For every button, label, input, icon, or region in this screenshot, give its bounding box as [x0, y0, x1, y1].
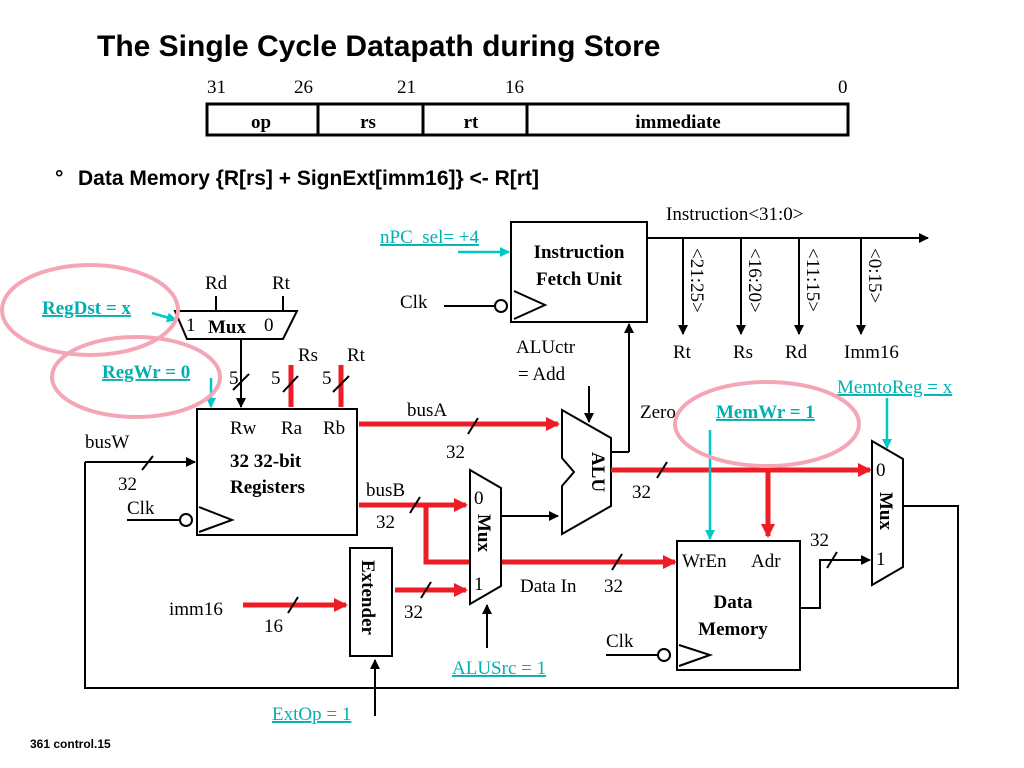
field-21-25-label: <21:25>: [686, 248, 707, 313]
bit-position-21: 21: [397, 77, 416, 98]
aluctr-line2: = Add: [518, 364, 566, 385]
extender: Extender imm16 16 32 ExtOp = 1: [169, 547, 468, 725]
memtoreg-sel0: 0: [876, 460, 886, 481]
field-out-rs: Rs: [733, 342, 753, 363]
field-out-rd: Rd: [785, 342, 808, 363]
width-5-rw: 5: [229, 368, 239, 389]
instruction-format: 31 26 21 16 0 op rs rt immediate: [205, 77, 850, 137]
regfile-label-line1: 32 32-bit: [230, 451, 302, 472]
alusrc-sel0: 0: [474, 488, 484, 509]
port-ra: Ra: [281, 418, 303, 439]
alu-zero-label: Zero: [640, 402, 676, 423]
busw-feedback-wire: [84, 462, 959, 689]
regdst-control: RegDst = x: [42, 298, 131, 319]
memtoreg-control: MemtoReg = x: [837, 377, 953, 398]
ifu-clk-label: Clk: [400, 292, 428, 313]
alusrc-mux-label: Mux: [473, 514, 494, 553]
regwr-highlight: [50, 335, 222, 419]
data-in-label: Data In: [520, 576, 577, 597]
bit-position-0: 0: [838, 77, 848, 98]
field-0-15-label: <0:15>: [864, 248, 885, 303]
bullet-symbol: °: [55, 167, 63, 190]
width-5-ra: 5: [271, 368, 281, 389]
instruction-bus-label: Instruction<31:0>: [666, 204, 804, 225]
data-memory: WrEn Adr Data Memory Clk Data In 32 32 M…: [520, 402, 871, 671]
field-rt: rt: [464, 112, 479, 133]
field-16-20-label: <16:20>: [744, 248, 765, 313]
regdst-mux-label: Mux: [208, 317, 247, 338]
regfile-label-line2: Registers: [230, 477, 305, 498]
field-out-rt: Rt: [673, 342, 692, 363]
alusrc-mux: 0 Mux 1 ALUSrc = 1: [452, 468, 559, 679]
dmem-adr-port: Adr: [751, 551, 781, 572]
busw-label: busW: [85, 432, 129, 453]
busb-width: 32: [376, 512, 395, 533]
bus-a: busA 32: [359, 400, 560, 463]
dmem-out-width: 32: [810, 530, 829, 551]
alu-label: ALU: [587, 452, 608, 492]
regdst-input-rd: Rd: [205, 273, 228, 294]
regdst-mux-sel0: 0: [264, 315, 274, 336]
regwr-control: RegWr = 0: [102, 362, 190, 383]
field-out-imm16: Imm16: [844, 342, 899, 363]
extender-out-width: 32: [404, 602, 423, 623]
dmem-label-line2: Memory: [698, 619, 768, 640]
port-rw: Rw: [230, 418, 257, 439]
bit-position-31: 31: [207, 77, 226, 98]
field-11-15-label: <11:15>: [802, 248, 823, 312]
slide-title: The Single Cycle Datapath during Store: [97, 30, 660, 63]
busa-label: busA: [407, 400, 447, 421]
memtoreg-sel1: 1: [876, 549, 886, 570]
data-in-width: 32: [604, 576, 623, 597]
field-immediate: immediate: [635, 112, 720, 133]
regdst-highlight: [0, 263, 180, 357]
clock-edge-icon: [198, 506, 235, 533]
aluctr-line1: ALUctr: [516, 337, 576, 358]
extender-label: Extender: [357, 560, 378, 636]
dmem-label-line1: Data: [713, 592, 753, 613]
memtoreg-mux: 0 Mux 1 MemtoReg = x: [837, 377, 953, 587]
slide-footer: 361 control.15: [30, 737, 111, 751]
ifu-label-line1: Instruction: [534, 242, 625, 263]
port-rb: Rb: [323, 418, 345, 439]
instruction-bus: Instruction<31:0> <21:25> <16:20> <11:15…: [647, 204, 929, 363]
clock-edge-icon: [678, 644, 714, 667]
alusrc-control: ALUSrc = 1: [452, 658, 546, 679]
alu: ALU ALUctr = Add Zero 32: [516, 337, 872, 538]
busb-label: busB: [366, 480, 405, 501]
regdst-mux-sel1: 1: [186, 315, 196, 336]
regdst-input-rt: Rt: [272, 273, 291, 294]
alusrc-sel1: 1: [474, 574, 484, 595]
dmem-wren-port: WrEn: [682, 551, 727, 572]
memwr-highlight: [673, 380, 861, 468]
instruction-fetch-unit: Instruction Fetch Unit Clk nPC_sel= +4: [380, 221, 648, 323]
register-file: Rs Rt 5 5 5 Rw Ra Rb 32 32-bit Registers…: [85, 340, 366, 536]
clock-edge-icon: [513, 290, 548, 320]
extop-control: ExtOp = 1: [272, 704, 351, 725]
memwr-control: MemWr = 1: [716, 402, 815, 423]
imm16-label: imm16: [169, 599, 223, 620]
busw-width: 32: [118, 474, 137, 495]
rs-input-label: Rs: [298, 345, 318, 366]
width-5-rb: 5: [322, 368, 332, 389]
npc-sel-control: nPC_sel= +4: [380, 227, 480, 248]
bit-position-16: 16: [505, 77, 524, 98]
field-rs: rs: [360, 112, 376, 133]
busa-width: 32: [446, 442, 465, 463]
bus-b: busB 32: [359, 480, 677, 569]
dmem-clk-label: Clk: [606, 631, 634, 652]
memtoreg-mux-label: Mux: [875, 492, 896, 531]
imm16-width: 16: [264, 616, 283, 637]
rt-input-label: Rt: [347, 345, 366, 366]
bullet-text: Data Memory {R[rs] + SignExt[imm16]} <- …: [78, 167, 539, 190]
regdst-mux: Rd Rt 1 Mux 0: [151, 273, 299, 340]
ifu-label-line2: Fetch Unit: [536, 269, 623, 290]
regfile-clk-label: Clk: [127, 498, 155, 519]
alu-out-width: 32: [632, 482, 651, 503]
field-op: op: [251, 112, 271, 133]
bit-position-26: 26: [294, 77, 313, 98]
